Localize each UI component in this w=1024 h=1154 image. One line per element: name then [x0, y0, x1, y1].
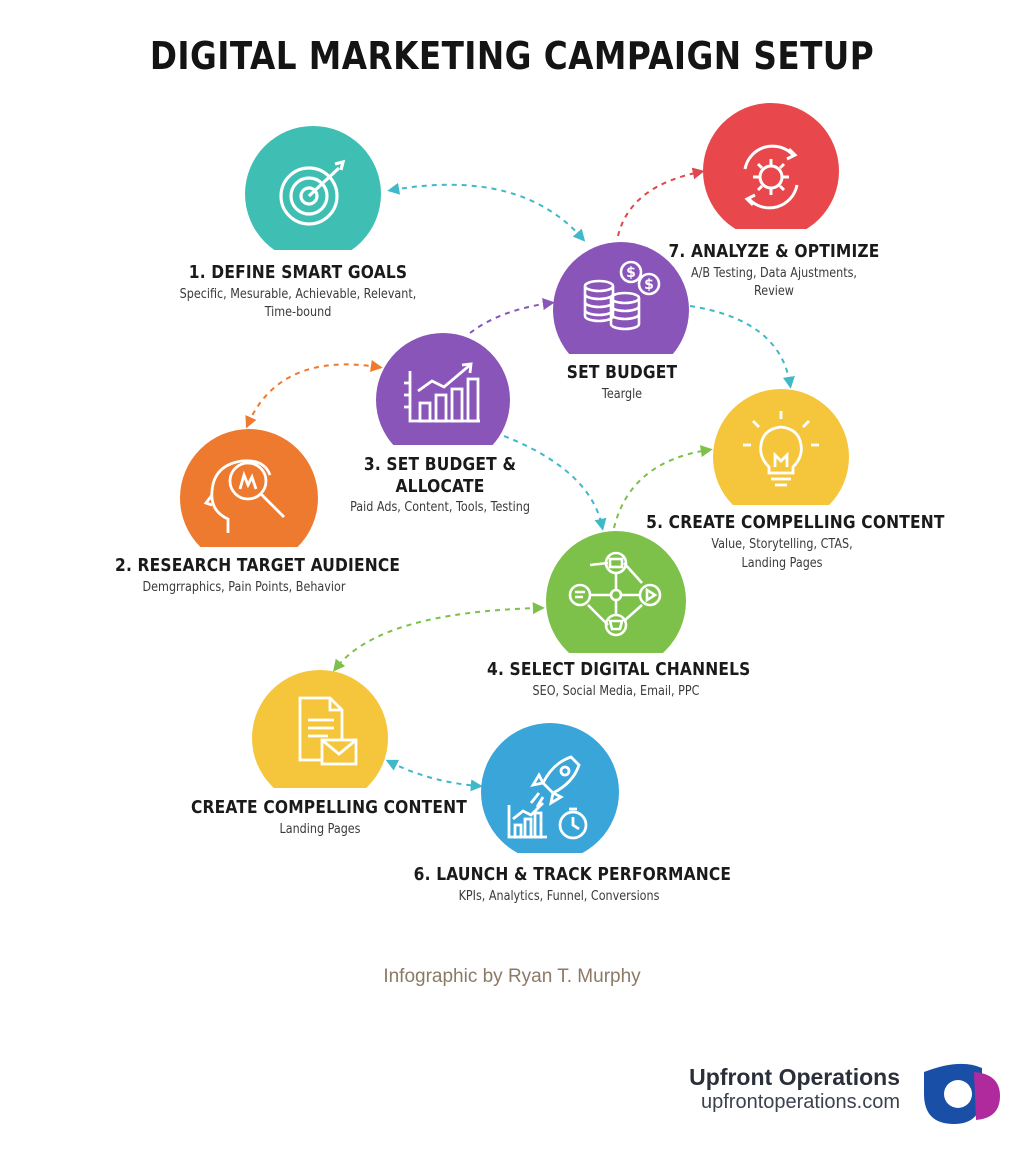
- channel-network-icon: [568, 551, 662, 637]
- goals-title: 1. DEFINE SMART GOALS: [188, 262, 408, 283]
- content5-desc-2: Landing Pages: [741, 556, 823, 571]
- arrow-allocate-channels: [503, 435, 607, 531]
- goals-desc-2: Time-bound: [264, 305, 332, 320]
- upfront-logo-icon: [924, 1063, 1000, 1124]
- svg-text:$: $: [644, 277, 654, 293]
- allocate-title-2: ALLOCATE: [395, 476, 485, 497]
- allocate-title-1: 3. SET BUDGET &: [363, 454, 517, 475]
- channels-desc: SEO, Social Media, Email, PPC: [532, 684, 700, 699]
- arrow-budget-analyze: [617, 167, 705, 237]
- channels-title: 4. SELECT DIGITAL CHANNELS: [487, 659, 751, 680]
- content5-title: 5. CREATE COMPELLING CONTENT: [646, 512, 945, 533]
- brand-name: Upfront Operations: [689, 1064, 900, 1090]
- analyze-desc-2: Review: [754, 284, 794, 299]
- target-icon: [279, 159, 346, 226]
- allocate-desc: Paid Ads, Content, Tools, Testing: [350, 500, 530, 515]
- page-title: DIGITAL MARKETING CAMPAIGN SETUP: [149, 34, 875, 78]
- coins-icon: [583, 260, 661, 331]
- launch-title: 6. LAUNCH & TRACK PERFORMANCE: [413, 864, 732, 885]
- content-doc-title: CREATE COMPELLING CONTENT: [191, 797, 467, 818]
- budget-title: SET BUDGET: [566, 362, 678, 383]
- brand-url: upfrontoperations.com: [700, 1091, 900, 1113]
- document-mail-icon: [298, 696, 358, 766]
- head-magnifier-icon: [203, 459, 285, 533]
- content5-bubble: [713, 389, 849, 505]
- research-bubble: [180, 429, 318, 547]
- analyze-bubble: [703, 103, 839, 229]
- arrow-channels-contentdoc: [333, 602, 545, 672]
- svg-text:$: $: [626, 265, 636, 281]
- launch-desc: KPIs, Analytics, Funnel, Conversions: [458, 889, 660, 904]
- content-doc-bubble: [252, 670, 388, 788]
- allocate-bubble: [376, 333, 510, 445]
- arrow-channels-content5: [613, 445, 713, 529]
- lightbulb-icon: [743, 411, 819, 487]
- research-title: 2. RESEARCH TARGET AUDIENCE: [115, 555, 401, 576]
- goals-bubble: [245, 126, 381, 250]
- arrow-contentdoc-launch: [385, 759, 483, 792]
- analyze-title: 7. ANALYZE & OPTIMIZE: [668, 241, 880, 262]
- channels-bubble: [546, 531, 686, 653]
- research-desc: Demgrraphics, Pain Points, Behavior: [142, 580, 346, 595]
- goals-desc-1: Specific, Mesurable, Achievable, Relevan…: [179, 287, 417, 302]
- content-doc-desc: Landing Pages: [279, 822, 361, 837]
- launch-bubble: [481, 723, 619, 853]
- budget-desc: Teargle: [601, 387, 643, 402]
- credit-text: Infographic by Ryan T. Murphy: [383, 966, 641, 987]
- gear-cycle-icon: [743, 144, 799, 210]
- budget-bubble: $ $: [553, 242, 689, 354]
- arrow-budget-content5: [689, 305, 795, 389]
- rocket-chart-icon: [507, 755, 588, 840]
- arrow-goals-budget: [387, 182, 586, 242]
- arrow-allocate-budget: [469, 298, 555, 334]
- growth-chart-icon: [404, 362, 480, 423]
- analyze-desc-1: A/B Testing, Data Ajustments,: [691, 266, 857, 281]
- arrow-research-allocate: [245, 359, 383, 429]
- content5-desc-1: Value, Storytelling, CTAS,: [711, 537, 853, 552]
